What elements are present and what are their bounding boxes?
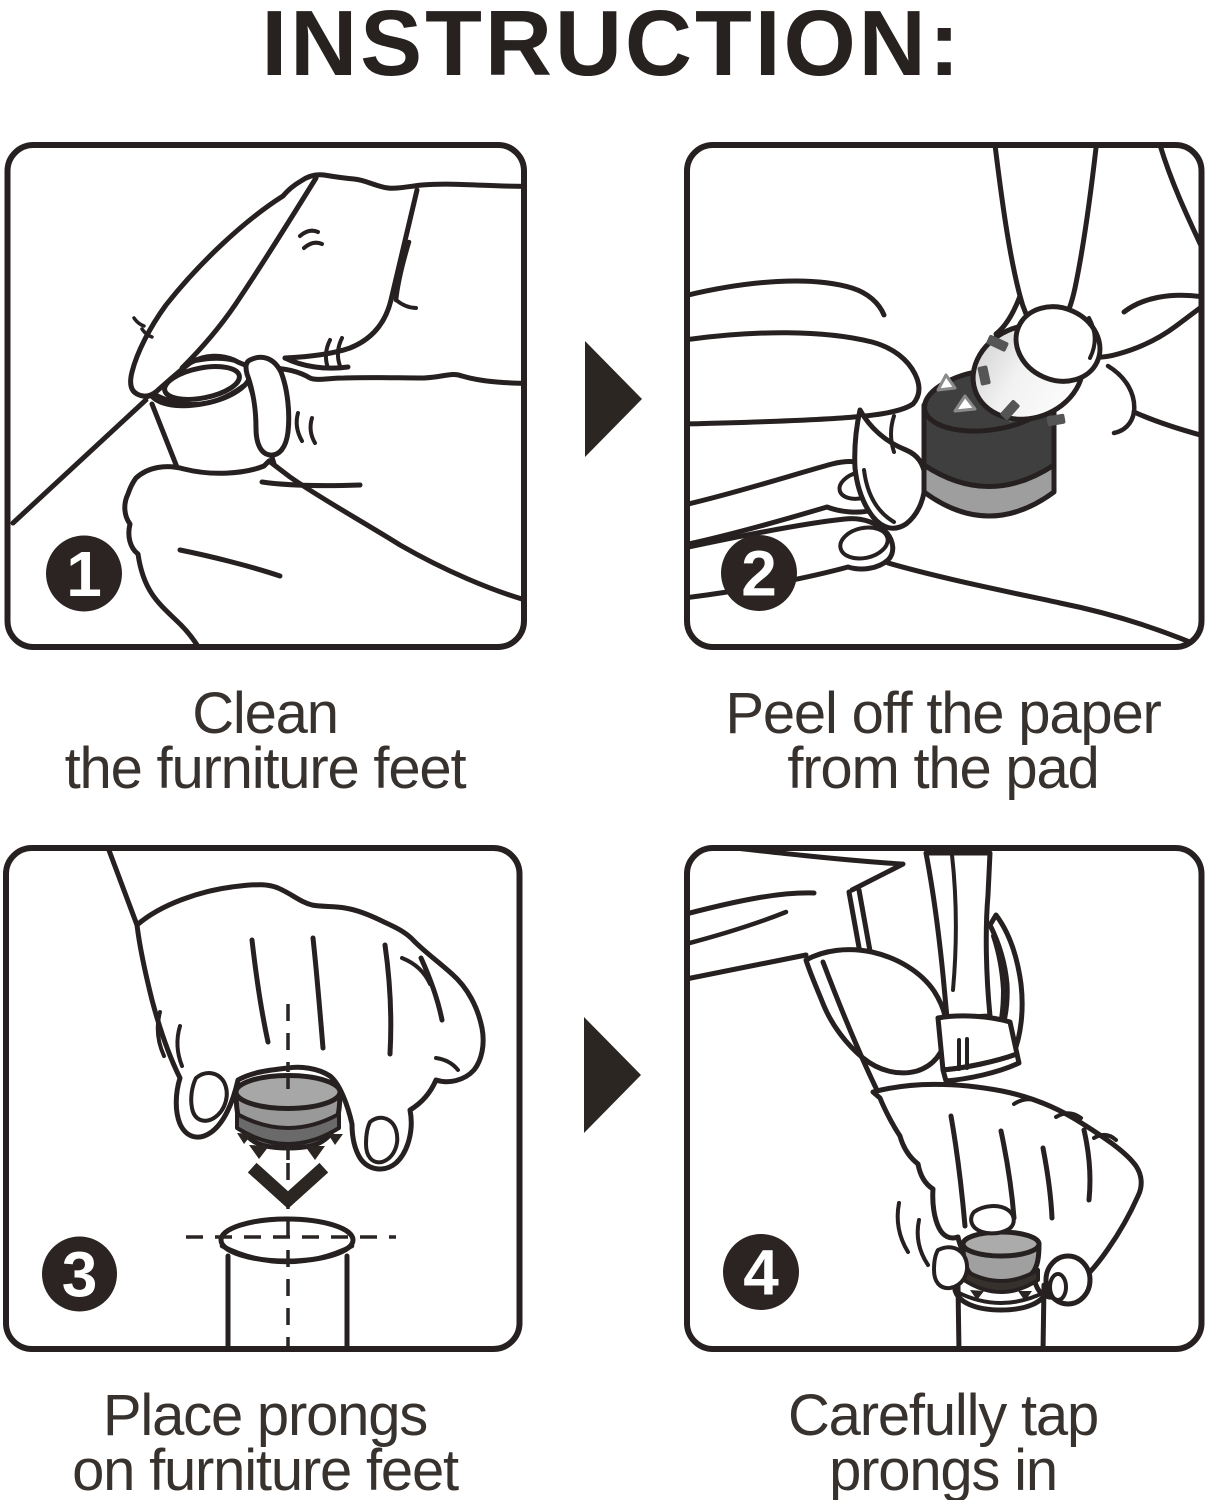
svg-text:Peel off the paper: Peel off the paper [725, 681, 1161, 746]
svg-text:on furniture feet: on furniture feet [72, 1438, 459, 1500]
svg-text:prongs in: prongs in [829, 1438, 1057, 1500]
svg-text:INSTRUCTION:: INSTRUCTION: [261, 0, 962, 95]
svg-text:Clean: Clean [192, 681, 338, 746]
svg-text:the furniture feet: the furniture feet [65, 736, 467, 801]
svg-text:Carefully tap: Carefully tap [788, 1383, 1098, 1448]
svg-text:3: 3 [62, 1239, 98, 1311]
svg-text:Place prongs: Place prongs [103, 1383, 427, 1448]
svg-text:4: 4 [743, 1237, 779, 1309]
svg-text:1: 1 [66, 538, 102, 610]
svg-text:2: 2 [741, 538, 777, 610]
svg-text:from the pad: from the pad [787, 736, 1098, 801]
